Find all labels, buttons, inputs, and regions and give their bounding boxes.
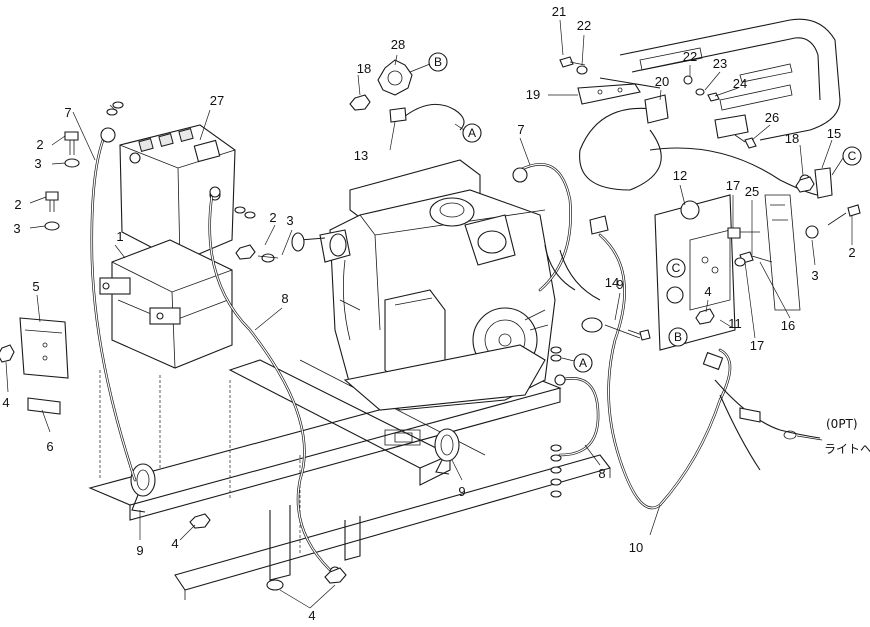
callout-9: 9: [136, 543, 143, 558]
callout-9: 9: [616, 277, 623, 292]
callout-12: 12: [673, 168, 687, 183]
callout-2: 2: [848, 245, 855, 260]
callout-3: 3: [286, 213, 293, 228]
marker-b: B: [674, 330, 682, 344]
callout-6: 6: [46, 439, 53, 454]
callout-7: 7: [64, 105, 71, 120]
note-option: (0PT): [826, 417, 858, 431]
callout-15: 15: [827, 126, 841, 141]
callout-17: 17: [750, 338, 764, 353]
chassis-frame: [88, 359, 611, 600]
callout-10: 10: [629, 540, 643, 555]
marker-c: C: [672, 261, 681, 275]
callout-19: 19: [526, 87, 540, 102]
callout-18: 18: [357, 61, 371, 76]
callout-3: 3: [811, 268, 818, 283]
callout-2: 2: [269, 210, 276, 225]
callout-4: 4: [704, 284, 711, 299]
connection-markers: A A B B C C: [409, 52, 862, 373]
option-note: (0PT) ライトへ: [796, 417, 870, 456]
callout-9: 9: [458, 484, 465, 499]
callout-21: 21: [552, 4, 566, 19]
small-parts: [0, 56, 861, 591]
callout-23: 23: [713, 56, 727, 71]
callout-8: 8: [598, 466, 605, 481]
callout-2: 2: [14, 197, 21, 212]
callout-8: 8: [281, 291, 288, 306]
marker-a: A: [579, 356, 587, 370]
callout-4: 4: [308, 608, 315, 623]
callout-28: 28: [391, 37, 405, 52]
callout-22: 22: [577, 18, 591, 33]
callout-2: 2: [36, 137, 43, 152]
callout-13: 13: [354, 148, 368, 163]
callout-25: 25: [745, 184, 759, 199]
marker-b: B: [434, 55, 442, 69]
callout-3: 3: [13, 221, 20, 236]
callout-24: 24: [733, 76, 747, 91]
callout-11: 11: [728, 316, 742, 331]
callout-14: 14: [605, 275, 619, 290]
callout-labels: 1 2 2 2 2 3 3 3 3 4 4 4 4 5 6 7 7 8 8 9 …: [2, 4, 855, 623]
callout-18: 18: [785, 131, 799, 146]
marker-a: A: [468, 126, 476, 140]
callout-17: 17: [726, 178, 740, 193]
battery-assembly: [19, 124, 301, 555]
cables: [90, 103, 831, 572]
callout-20: 20: [655, 74, 669, 89]
callout-22: 22: [683, 49, 697, 64]
callout-1: 1: [116, 229, 123, 244]
callout-3: 3: [34, 156, 41, 171]
note-to-light: ライトへ: [824, 442, 870, 456]
engine: [291, 159, 609, 411]
callout-5: 5: [32, 279, 39, 294]
callout-7: 7: [517, 122, 524, 137]
callout-16: 16: [781, 318, 795, 333]
callout-26: 26: [765, 110, 779, 125]
leader-lines: [5, 19, 853, 609]
callout-4: 4: [2, 395, 9, 410]
callout-27: 27: [210, 93, 224, 108]
handle-frame: [599, 18, 841, 141]
callout-4: 4: [171, 536, 178, 551]
marker-c: C: [848, 149, 857, 163]
